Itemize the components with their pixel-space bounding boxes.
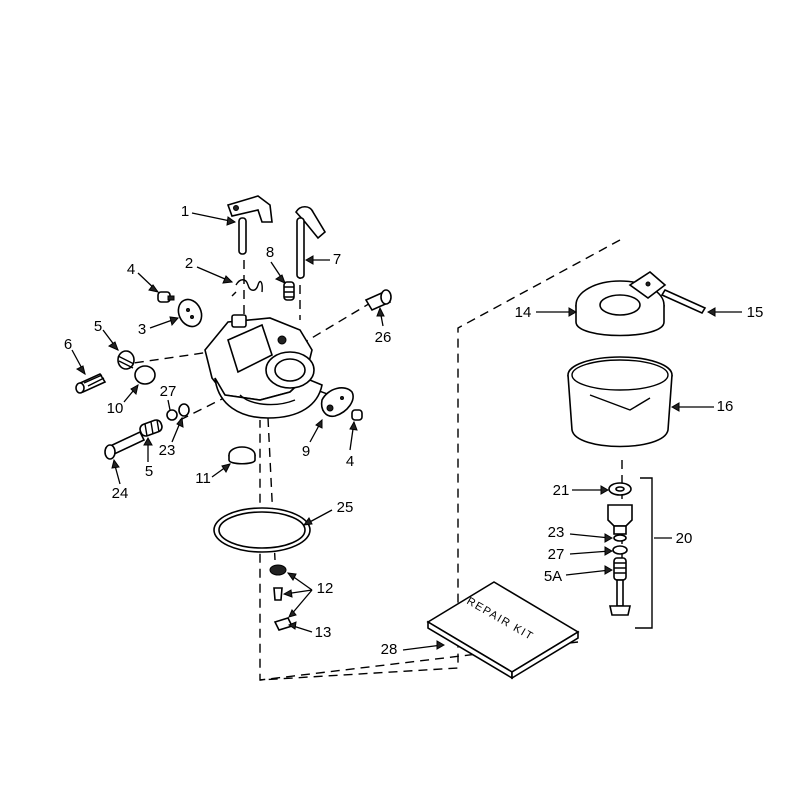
part-20-bracket (635, 477, 653, 629)
part-1-throttle-shaft (226, 195, 273, 255)
callout-23-right: 23 (547, 524, 565, 541)
callout-5-top: 5 (93, 318, 103, 335)
callout-9: 9 (301, 443, 311, 460)
callout-16: 16 (716, 398, 734, 415)
part-20-nozzle (607, 504, 633, 535)
part-10-welch-plug (134, 365, 156, 385)
part-27-washer-right (612, 545, 628, 555)
part-27-washer-left (166, 409, 178, 421)
part-20-screw (609, 579, 631, 616)
part-16-float-bowl (567, 356, 673, 448)
callout-26: 26 (374, 329, 392, 346)
part-23-oring-right (613, 534, 627, 542)
callout-10: 10 (106, 400, 124, 417)
part-4-screw-top (157, 291, 175, 303)
callout-7: 7 (332, 251, 342, 268)
callout-2: 2 (184, 255, 194, 272)
callout-4-top: 4 (126, 261, 136, 278)
callout-3: 3 (137, 321, 147, 338)
part-28-repair-kit: REPAIR KIT (426, 581, 580, 680)
part-14-float (575, 271, 667, 337)
part-5-spring-top (117, 350, 135, 370)
callout-14: 14 (514, 304, 532, 321)
callout-25: 25 (336, 499, 354, 516)
callout-6: 6 (63, 336, 73, 353)
leader-arrows (71, 212, 742, 651)
callout-21: 21 (552, 482, 570, 499)
part-2-spring (231, 279, 263, 297)
callout-23-left: 23 (158, 442, 176, 459)
callout-1: 1 (180, 203, 190, 220)
part-15-pin (660, 288, 707, 315)
callout-24: 24 (111, 485, 129, 502)
callout-5-bottom: 5 (144, 463, 154, 480)
callout-27-left: 27 (159, 383, 177, 400)
part-24-main-jet-screw (104, 430, 146, 460)
callout-11: 11 (195, 470, 211, 487)
part-5-spring-bottom (139, 419, 163, 437)
part-26-fitting (364, 289, 392, 312)
part-9-choke-plate (320, 387, 354, 418)
callout-15: 15 (746, 304, 764, 321)
part-23-oring-left (178, 403, 190, 417)
callout-20: 20 (675, 530, 693, 547)
part-11-plug (228, 446, 256, 465)
part-8-spring (283, 281, 295, 301)
part-13-clip (273, 617, 294, 631)
callout-8: 8 (265, 244, 275, 261)
part-3-throttle-plate (177, 298, 203, 328)
part-25-gasket (213, 507, 311, 553)
callout-12: 12 (316, 580, 334, 597)
part-4-screw-right (351, 409, 363, 421)
callout-4-right: 4 (345, 453, 355, 470)
callout-27-right: 27 (547, 546, 565, 563)
part-7-choke-shaft (295, 205, 327, 279)
carburetor-body (204, 314, 323, 419)
part-5A-spring (613, 557, 627, 581)
callout-5A: 5A (543, 568, 563, 585)
callout-13: 13 (314, 624, 332, 641)
callout-28: 28 (380, 641, 398, 658)
part-21-washer (608, 482, 632, 496)
part-12-needle-seat (269, 564, 287, 601)
part-6-idle-screw (75, 372, 107, 394)
